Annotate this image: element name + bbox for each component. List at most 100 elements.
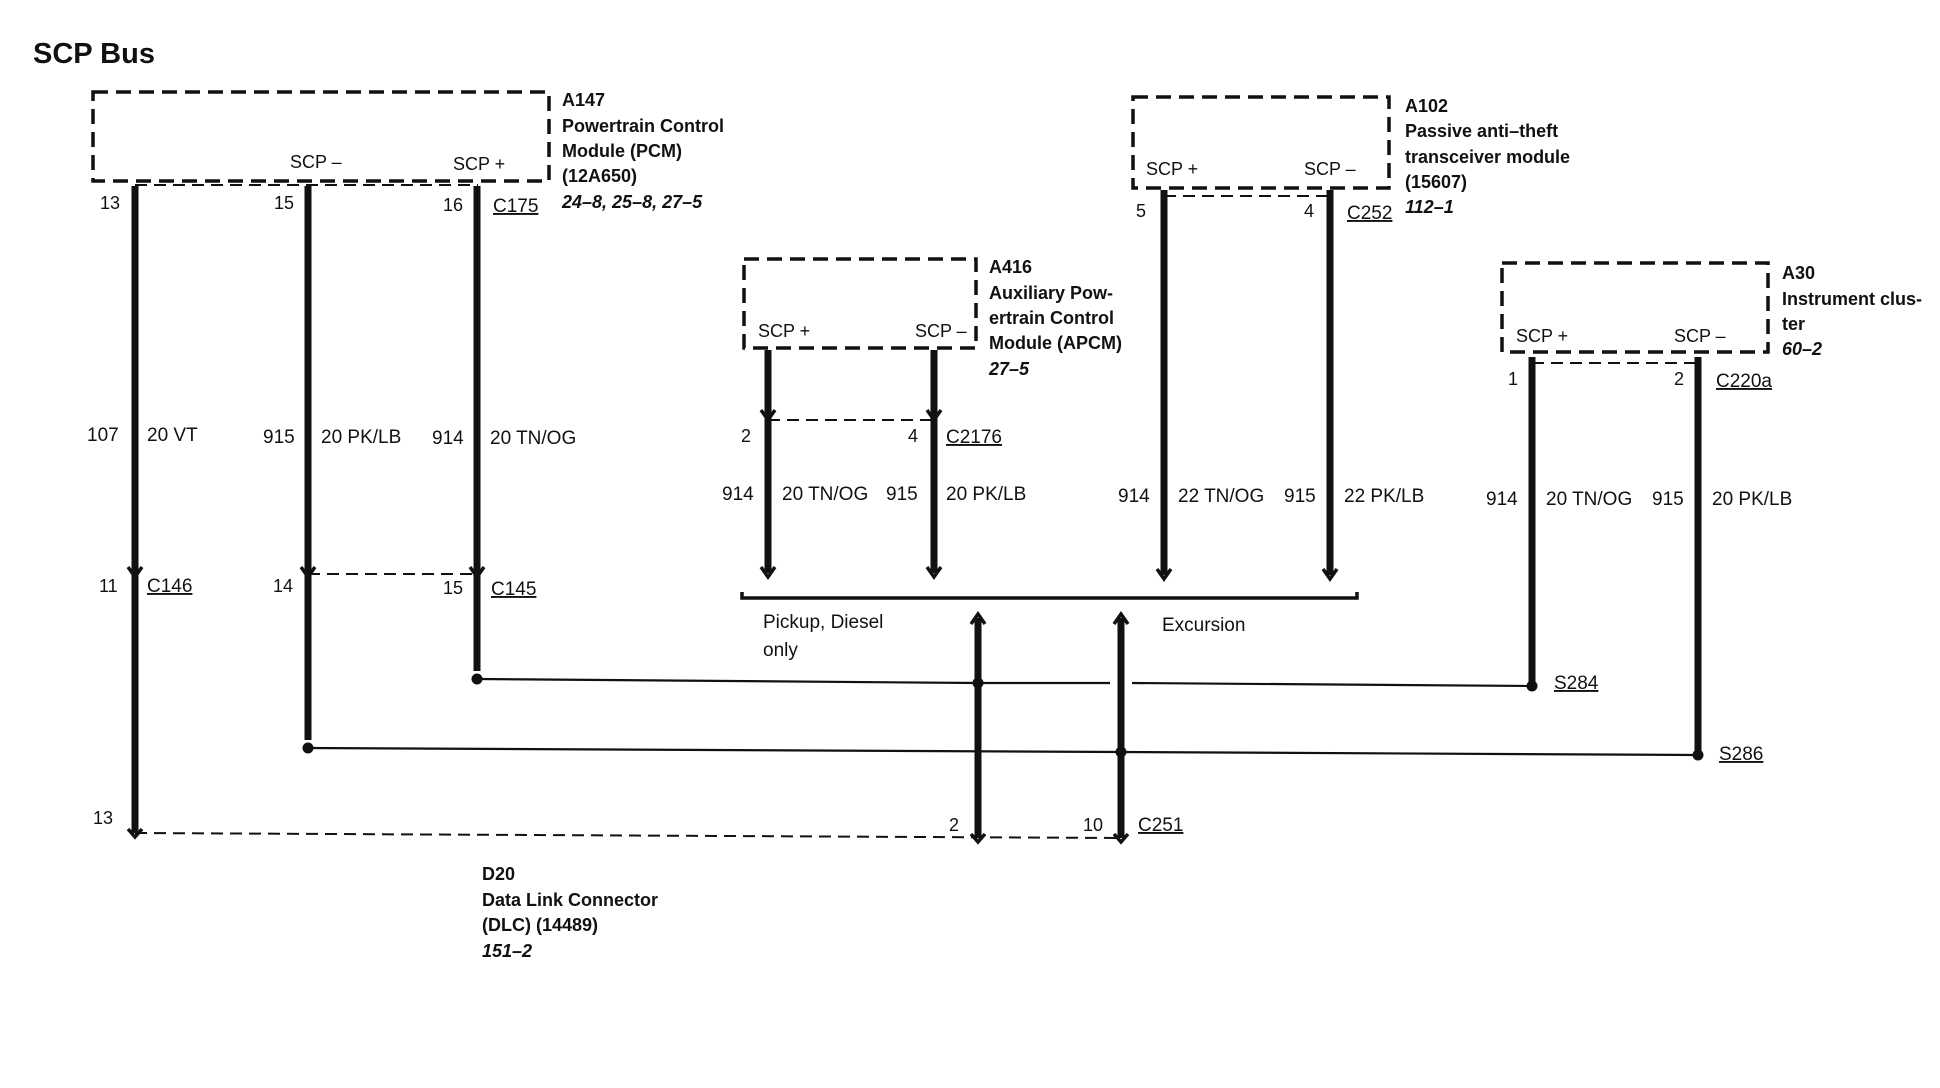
connector-c220a: C220a	[1716, 371, 1772, 392]
ic-scp-plus-label: SCP +	[1516, 326, 1568, 346]
apcm-wire-914-circuit: 914	[722, 484, 754, 505]
pcm-pin-13: 13	[100, 193, 120, 213]
dlc-name-line2: (DLC) (14489)	[482, 915, 598, 935]
ic-page-ref: 60–2	[1782, 339, 1822, 359]
apcm-name-line1: Auxiliary Pow-	[989, 283, 1113, 303]
dlc-pin2-mark	[969, 832, 987, 845]
splice-dot-s284	[1526, 680, 1538, 692]
bus-scp-minus	[307, 746, 1699, 757]
pcm-pin-15: 15	[274, 193, 294, 213]
pats-id: A102	[1405, 96, 1448, 116]
apcm-wire-915-circuit: 915	[886, 484, 918, 505]
apcm-pin-2: 2	[741, 426, 751, 446]
apcm-page-ref: 27–5	[988, 359, 1030, 379]
c145-connector-mark-a	[299, 565, 317, 581]
apcm-module-box	[742, 257, 978, 350]
c2176-mark-b	[925, 408, 943, 424]
c145-connector-mark-b	[468, 565, 486, 581]
dlc-pin-2: 2	[949, 815, 959, 835]
connector-c252: C252	[1347, 203, 1392, 224]
ic-pin-1: 1	[1508, 369, 1518, 389]
bus-scp-plus-right	[1131, 681, 1533, 688]
dlc-connector-dashline	[134, 832, 1122, 839]
note-pickup-line1: Pickup, Diesel	[763, 612, 883, 633]
pcm-module-box	[91, 90, 551, 183]
dlc-pin10-mark	[1112, 832, 1130, 845]
module-pats: A102 Passive anti–theft transceiver modu…	[1131, 95, 1570, 224]
pats-name-line3: (15607)	[1405, 172, 1467, 192]
apcm-pin-4: 4	[908, 426, 918, 446]
splice-dot-pcm-915	[302, 742, 314, 754]
module-apcm: A416 Auxiliary Pow- ertrain Control Modu…	[741, 257, 1122, 448]
pats-wire-915-circuit: 915	[1284, 486, 1316, 507]
pcm-name-line1: Powertrain Control	[562, 116, 724, 136]
pats-wire-914-circuit: 914	[1118, 486, 1150, 507]
ic-wire-914-spec: 20 TN/OG	[1546, 489, 1632, 510]
apcm-scp-minus-label: SCP –	[915, 321, 967, 341]
splice-dot-dlc-915	[1115, 746, 1127, 758]
pcm-scp-minus-label: SCP –	[290, 152, 342, 172]
variant-bracket	[740, 592, 1359, 600]
dlc-pin-13: 13	[93, 808, 113, 828]
pats-pin-4: 4	[1304, 201, 1314, 221]
connector-c251: C251	[1138, 815, 1183, 836]
c146-connector-mark	[126, 565, 144, 581]
ic-name-line1: Instrument clus-	[1782, 289, 1922, 309]
module-instrument-cluster: A30 Instrument clus- ter 60–2 SCP + SCP …	[1500, 261, 1922, 392]
c145-pin-15: 15	[443, 578, 463, 598]
dlc-pin-10: 10	[1083, 815, 1103, 835]
pcm-page-ref: 24–8, 25–8, 27–5	[561, 192, 703, 212]
pats-page-ref: 112–1	[1405, 197, 1454, 217]
splice-dot-s286	[1692, 749, 1704, 761]
pats-wire-end-b	[1321, 567, 1339, 583]
dlc-name-line1: Data Link Connector	[482, 890, 658, 910]
ic-module-box	[1500, 261, 1770, 354]
connector-c2176: C2176	[946, 427, 1002, 448]
apcm-scp-plus-label: SCP +	[758, 321, 810, 341]
splice-dot-pcm-914	[471, 673, 483, 685]
note-excursion: Excursion	[1162, 615, 1245, 636]
connector-c175: C175	[493, 196, 538, 217]
note-pickup-line2: only	[763, 640, 798, 661]
ic-wire-915-circuit: 915	[1652, 489, 1684, 510]
ic-pin-2: 2	[1674, 369, 1684, 389]
ic-scp-minus-label: SCP –	[1674, 326, 1726, 346]
ic-wire-914-circuit: 914	[1486, 489, 1518, 510]
pats-pin-5: 5	[1136, 201, 1146, 221]
apcm-name-line2: ertrain Control	[989, 308, 1114, 328]
splice-s284: S284	[1554, 673, 1599, 694]
apcm-wire-915-spec: 20 PK/LB	[946, 484, 1026, 505]
wire-915-circuit: 915	[263, 427, 295, 448]
module-dlc: D20 Data Link Connector (DLC) (14489) 15…	[482, 864, 658, 961]
wire-915-spec: 20 PK/LB	[321, 427, 401, 448]
apcm-id: A416	[989, 257, 1032, 277]
pcm-id: A147	[562, 90, 605, 110]
dlc-page-ref: 151–2	[482, 941, 532, 961]
pcm-name-line2: Module (PCM)	[562, 141, 682, 161]
c145-pin-14: 14	[273, 576, 293, 596]
apcm-name-line3: Module (APCM)	[989, 333, 1122, 353]
dlc-pin13-mark	[126, 827, 144, 840]
pats-wire-end-a	[1155, 567, 1173, 583]
apcm-wire-end-b	[925, 565, 943, 581]
ic-name-line2: ter	[1782, 314, 1805, 334]
pcm-name-line3: (12A650)	[562, 166, 637, 186]
pcm-scp-plus-label: SCP +	[453, 154, 505, 174]
wire-107-circuit: 107	[87, 425, 119, 446]
splice-dot-dlc-914	[972, 677, 984, 689]
connector-c146: C146	[147, 576, 192, 597]
pats-name-line1: Passive anti–theft	[1405, 121, 1558, 141]
dlc-wire-top-a	[969, 610, 987, 626]
c146-pin: 11	[99, 576, 118, 596]
module-pcm: A147 Powertrain Control Module (PCM) (12…	[91, 90, 724, 217]
ic-id: A30	[1782, 263, 1815, 283]
wire-107-spec: 20 VT	[147, 425, 198, 446]
wire-914-circuit: 914	[432, 428, 464, 449]
wire-914-spec: 20 TN/OG	[490, 428, 576, 449]
pats-scp-plus-label: SCP +	[1146, 159, 1198, 179]
c2176-mark-a	[759, 408, 777, 424]
bus-scp-plus-left	[476, 677, 1110, 685]
connector-c145: C145	[491, 579, 536, 600]
pats-wire-914-spec: 22 TN/OG	[1178, 486, 1264, 507]
